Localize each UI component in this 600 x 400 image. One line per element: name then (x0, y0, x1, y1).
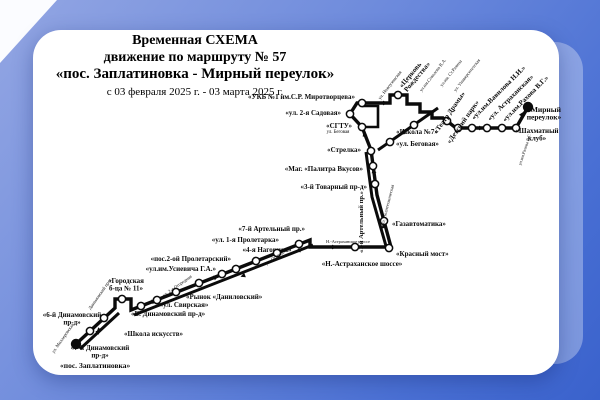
stop-label-novo-astrakhanskoe-shosse: «Н.-Астраханское шоссе» (322, 260, 403, 268)
direction-arrow-4 (240, 272, 246, 278)
stop-label-tovarny-3: «3-й Товарный пр-д» (300, 183, 367, 191)
stop-dinamovsky-6 (99, 313, 109, 323)
stop-gorodskaya-bolnitsa-11 (117, 294, 127, 304)
stop-label-artelny-7: «7-й Артельный пр.» (238, 225, 305, 233)
stop-svirskaya (171, 287, 181, 297)
title-line-1: Временная СХЕМА (132, 33, 258, 48)
direction-arrow-5 (295, 247, 301, 253)
stop-label-pos-2-proletarsky: «пос.2-ой Пролетарский» (151, 255, 232, 263)
stop-pos-2-proletarsky (231, 264, 241, 274)
stop-nagornaya-4 (251, 256, 261, 266)
stop-label-gazavtomatika: «Газавтоматика» (392, 220, 446, 228)
stop-dinamovsky-7 (85, 326, 95, 336)
stop-teatr-dramy (442, 116, 452, 126)
stop-label-shkola-7: «Школа №7» (396, 128, 438, 136)
direction-arrow-10 (383, 100, 388, 106)
direction-arrow-9 (362, 131, 368, 137)
stop-b-dinamovsky (152, 295, 162, 305)
stop-astrakhanskaya (482, 123, 492, 133)
title-dates: с 03 февраля 2025 г. - 03 марта 2025 г. (106, 85, 284, 98)
stop-label-sgtu: «СГТУ» (326, 122, 352, 130)
title-line-2: движение по маршруту № 57 (103, 49, 287, 65)
stop-palitra-vkusov (368, 161, 378, 171)
stop-label-shakhmatny-klub: «Шахматный (515, 127, 558, 135)
stop-ukb-1-mirotvortseva (357, 98, 367, 108)
stop-label-mirny-pereulok: «Мирный (527, 105, 561, 114)
route-line-3 (364, 151, 388, 247)
stop-label-strelka: «Стрелка» (327, 146, 361, 154)
stop-label-palitra-vkusov: «Маг. «Палитра Вкусов» (285, 165, 364, 173)
stop-krasny-most (384, 243, 394, 253)
stop-label-shakhmatny-klub: клуб» (528, 134, 547, 142)
direction-arrow-1 (96, 327, 102, 333)
stop-label-gorodskaya-bolnitsa-11: б-ца № 11» (109, 284, 144, 292)
stop-label-begovaya: «ул. Беговая» (396, 140, 439, 148)
stop-label-sadovaya-2: «ул. 2-я Садовая» (285, 109, 341, 117)
stop-artelny-7 (294, 239, 304, 249)
direction-arrow-13 (518, 111, 524, 118)
stop-label-rynok-danilovsky: «Рынок «Даниловский» (186, 293, 263, 301)
stop-detsky-park (453, 123, 463, 133)
direction-arrow-14 (400, 130, 406, 135)
stop-gazavtomatika (379, 216, 389, 226)
stop-label-dinamovsky-7: пр-д» (91, 351, 109, 359)
stop-novo-astrakhanskoe-shosse (350, 242, 360, 252)
terminus-mirny-pereulok (522, 101, 534, 113)
stop-begovaya (385, 137, 395, 147)
scheme-title-block: Временная СХЕМА движение по маршруту № 5… (40, 33, 350, 98)
stop-tovarny-3 (370, 179, 380, 189)
stop-label-dinamovsky-6: пр-д» (63, 318, 81, 326)
direction-arrow-12 (479, 125, 484, 131)
stop-label-dinamovsky-7: «7-й Динамовский (71, 344, 130, 352)
stop-label-ukb-1-mirotvortseva: «УКБ №1 им.С.Р. Миротворцева» (248, 93, 356, 101)
stop-shkola-iskusstv (136, 301, 146, 311)
stop-sadovaya-2 (345, 109, 355, 119)
stop-shkola-7 (409, 120, 419, 130)
street-label-12: «1-й Артельный пр.» (358, 191, 365, 253)
stop-label-pos-zaplatinovka: «пос. Заплатиновка» (60, 361, 130, 370)
stop-usievicha (217, 269, 227, 279)
direction-arrow-3 (213, 275, 219, 281)
direction-arrow-8 (371, 168, 377, 174)
stop-strelka (366, 146, 376, 156)
street-label-6: Н.-Астраханское шоссе (326, 239, 370, 244)
stop-label-proletarka-1: «ул. 1-я Пролетарка» (212, 236, 280, 244)
stop-sgtu (357, 122, 367, 132)
stop-label-b-dinamovsky: «Б. Динамовский пр-д» (131, 310, 206, 318)
stop-label-krasny-most: «Красный мост» (396, 250, 449, 258)
direction-arrow-6 (332, 244, 337, 250)
stop-label-dinamovsky-6: «6-й Динамовский (43, 311, 102, 319)
stop-label-svirskaya: «ул. Свирская» (160, 301, 209, 309)
street-label-11: ул.им.Рахова В.Г. (517, 133, 532, 165)
stop-tserkov-rozhdestva (393, 90, 403, 100)
stop-label-usievicha: «ул.им.Усиевича Г.А.» (146, 265, 217, 273)
route-line-5 (362, 104, 380, 129)
stop-label-shkola-iskusstv: «Школа искусств» (124, 330, 184, 338)
stop-label-mirny-pereulok: переулок» (527, 112, 562, 121)
street-label-5: ул. Беговая (327, 130, 350, 135)
stop-proletarka-1 (272, 248, 282, 258)
stop-vavilova (467, 123, 477, 133)
title-line-3: «пос. Заплатиновка - Мирный переулок» (55, 66, 335, 83)
stop-shakhmatny-klub (511, 123, 521, 133)
stop-label-gorodskaya-bolnitsa-11: «Городская (108, 277, 144, 285)
route-line-2 (133, 243, 314, 317)
terminus-pos-zaplatinovka (70, 338, 82, 350)
stop-rynok-danilovsky (194, 278, 204, 288)
stop-label-nagornaya-4: «4-я Нагорная» (242, 246, 292, 254)
street-label-9: Динамовский пр-д (87, 277, 112, 310)
scheme-card (33, 30, 559, 375)
stop-rakhova (497, 123, 507, 133)
